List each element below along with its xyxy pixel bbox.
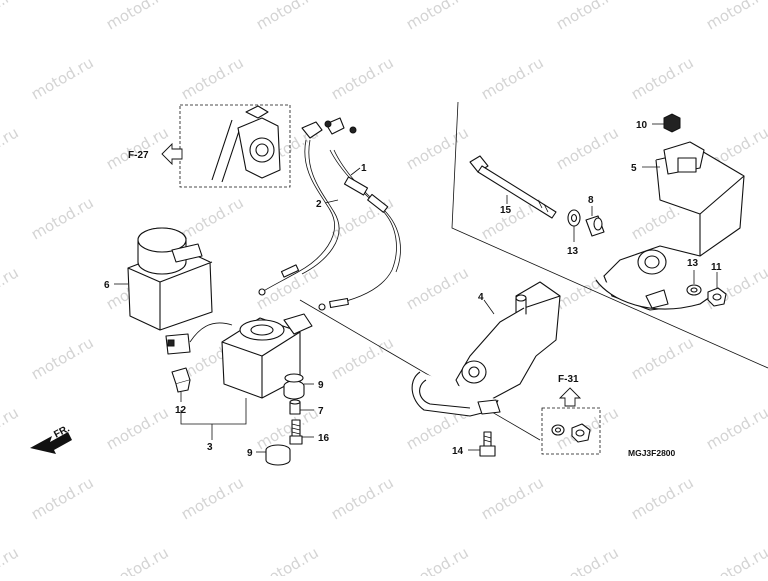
watermark-text: motod.ru — [553, 543, 622, 576]
washer-part-13-lower — [686, 284, 702, 296]
watermark-text: motod.ru — [178, 473, 247, 523]
watermark-text: motod.ru — [28, 53, 97, 103]
callout-8: 8 — [588, 195, 594, 206]
watermark-text: motod.ru — [103, 123, 172, 173]
callout-13-lower: 13 — [687, 258, 699, 269]
ref-label-f31: F-31 — [558, 374, 579, 385]
callout-3: 3 — [207, 442, 213, 453]
grommet-part-lower — [265, 444, 291, 466]
watermark-text: motod.ru — [28, 473, 97, 523]
callout-16: 16 — [318, 433, 330, 444]
watermark-text: motod.ru — [628, 333, 697, 383]
control-unit-part — [165, 313, 313, 399]
watermark-text: motod.ru — [553, 123, 622, 173]
callout-9-upper: 9 — [318, 380, 324, 391]
throttle-cables — [258, 117, 401, 311]
grommet-part-upper — [283, 373, 305, 400]
watermark-text: motod.ru — [703, 403, 768, 453]
callout-14: 14 — [452, 446, 464, 457]
leader-3 — [180, 398, 247, 425]
ref-label-f27: F-27 — [128, 150, 149, 161]
watermark-text: motod.ru — [628, 473, 697, 523]
watermark-text: motod.ru — [703, 0, 768, 33]
callout-6: 6 — [104, 280, 110, 291]
watermark-text: motod.ru — [403, 123, 472, 173]
callout-13-upper: 13 — [567, 246, 579, 257]
long-bolt-part-15 — [469, 155, 557, 219]
watermark-text: motod.ru — [103, 543, 172, 576]
ref-arrow-f27: F-27 — [128, 142, 183, 166]
watermark-text: motod.ru — [178, 193, 247, 243]
callout-4: 4 — [478, 292, 484, 303]
watermark-text: motod.ru — [403, 0, 472, 33]
collar-part-8 — [585, 215, 605, 237]
diagram-code: MGJ3F2800 — [628, 448, 676, 458]
watermark-text: motod.ru — [0, 543, 22, 576]
collar-part — [289, 399, 301, 415]
watermark-text: motod.ru — [0, 0, 22, 33]
panel-outline — [299, 101, 768, 441]
watermark-text: motod.ru — [103, 0, 172, 33]
detail-box-f31 — [541, 407, 601, 455]
callout-9-lower: 9 — [247, 448, 253, 459]
callout-15: 15 — [500, 205, 512, 216]
watermark-text: motod.ru — [403, 543, 472, 576]
nut-part-11 — [707, 287, 727, 307]
watermark-text: motod.ru — [178, 53, 247, 103]
watermark-text: motod.ru — [403, 263, 472, 313]
watermark-text: motod.ru — [0, 403, 22, 453]
servo-motor-part — [127, 227, 213, 331]
nut-part-10 — [663, 113, 681, 133]
watermark-text: motod.ru — [253, 403, 322, 453]
watermark-text: motod.ru — [253, 0, 322, 33]
watermark-text: motod.ru — [328, 333, 397, 383]
watermark-text: motod.ru — [0, 123, 22, 173]
bolt-part-14 — [479, 431, 496, 457]
watermark-text: motod.ru — [553, 0, 622, 33]
leader-1 — [350, 167, 361, 176]
front-direction-arrow: FR. — [30, 423, 72, 454]
detail-box-f27 — [179, 104, 291, 188]
watermark-text: motod.ru — [478, 53, 547, 103]
watermark-text: motod.ru — [0, 263, 22, 313]
bracket-part-4 — [411, 281, 561, 417]
watermark-text: motod.ru — [28, 193, 97, 243]
callout-2: 2 — [316, 199, 322, 210]
washer-part-13-upper — [567, 209, 581, 227]
bracket-part-5 — [595, 141, 745, 311]
callout-5: 5 — [631, 163, 637, 174]
callout-7: 7 — [318, 406, 324, 417]
watermark-text: motod.ru — [478, 473, 547, 523]
watermark-text: motod.ru — [328, 53, 397, 103]
watermark-text: motod.ru — [703, 543, 768, 576]
watermark-text: motod.ru — [103, 403, 172, 453]
watermark-text: motod.ru — [628, 53, 697, 103]
watermark-text: motod.ru — [328, 473, 397, 523]
bolt-part-16 — [289, 419, 303, 445]
callout-10: 10 — [636, 120, 648, 131]
watermark-text: motod.ru — [253, 543, 322, 576]
callout-11: 11 — [711, 262, 722, 273]
callout-1: 1 — [361, 163, 367, 174]
leader-2 — [324, 199, 339, 204]
watermark-text: motod.ru — [28, 333, 97, 383]
connector-part-12 — [171, 367, 191, 393]
ref-arrow-f31: F-31 — [558, 374, 582, 407]
